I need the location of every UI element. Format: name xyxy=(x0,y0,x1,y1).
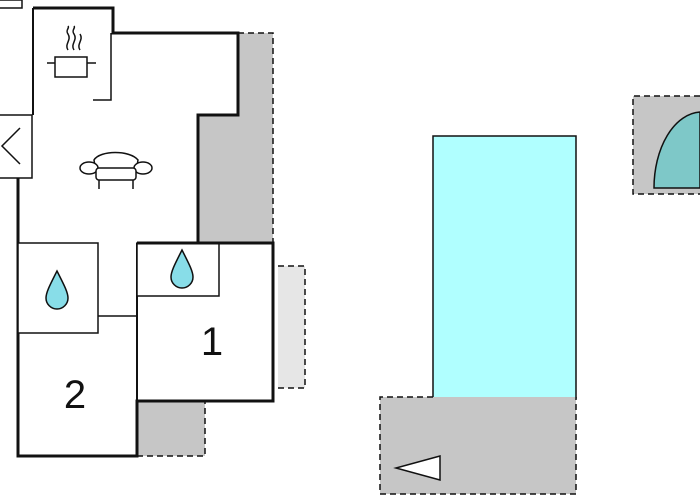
room-number-1: 1 xyxy=(201,320,223,364)
top-left-edge xyxy=(0,0,23,9)
terrace-small-right-border xyxy=(278,265,306,389)
terrace-bottom-border xyxy=(137,401,206,457)
pool-semicircle xyxy=(653,111,700,189)
left-window xyxy=(0,114,33,179)
outdoor-area-top-right-border xyxy=(632,95,700,195)
pool-deck xyxy=(380,397,576,494)
terrace-right-of-living xyxy=(198,33,273,243)
sofa-icon xyxy=(79,151,153,189)
swimming-pool xyxy=(432,135,577,399)
terrace-small-right xyxy=(278,266,305,388)
water-drop-icon xyxy=(170,248,194,289)
water-drop-icon xyxy=(45,269,69,310)
kitchen-counter xyxy=(93,33,112,101)
cooking-pot-icon xyxy=(47,25,96,78)
entrance-arrow-icon xyxy=(393,455,441,481)
terrace-bottom xyxy=(137,401,205,456)
pool-deck-border xyxy=(379,396,577,495)
room-number-2: 2 xyxy=(64,373,86,417)
window-arrow xyxy=(0,127,21,165)
terrace-border xyxy=(238,32,274,243)
